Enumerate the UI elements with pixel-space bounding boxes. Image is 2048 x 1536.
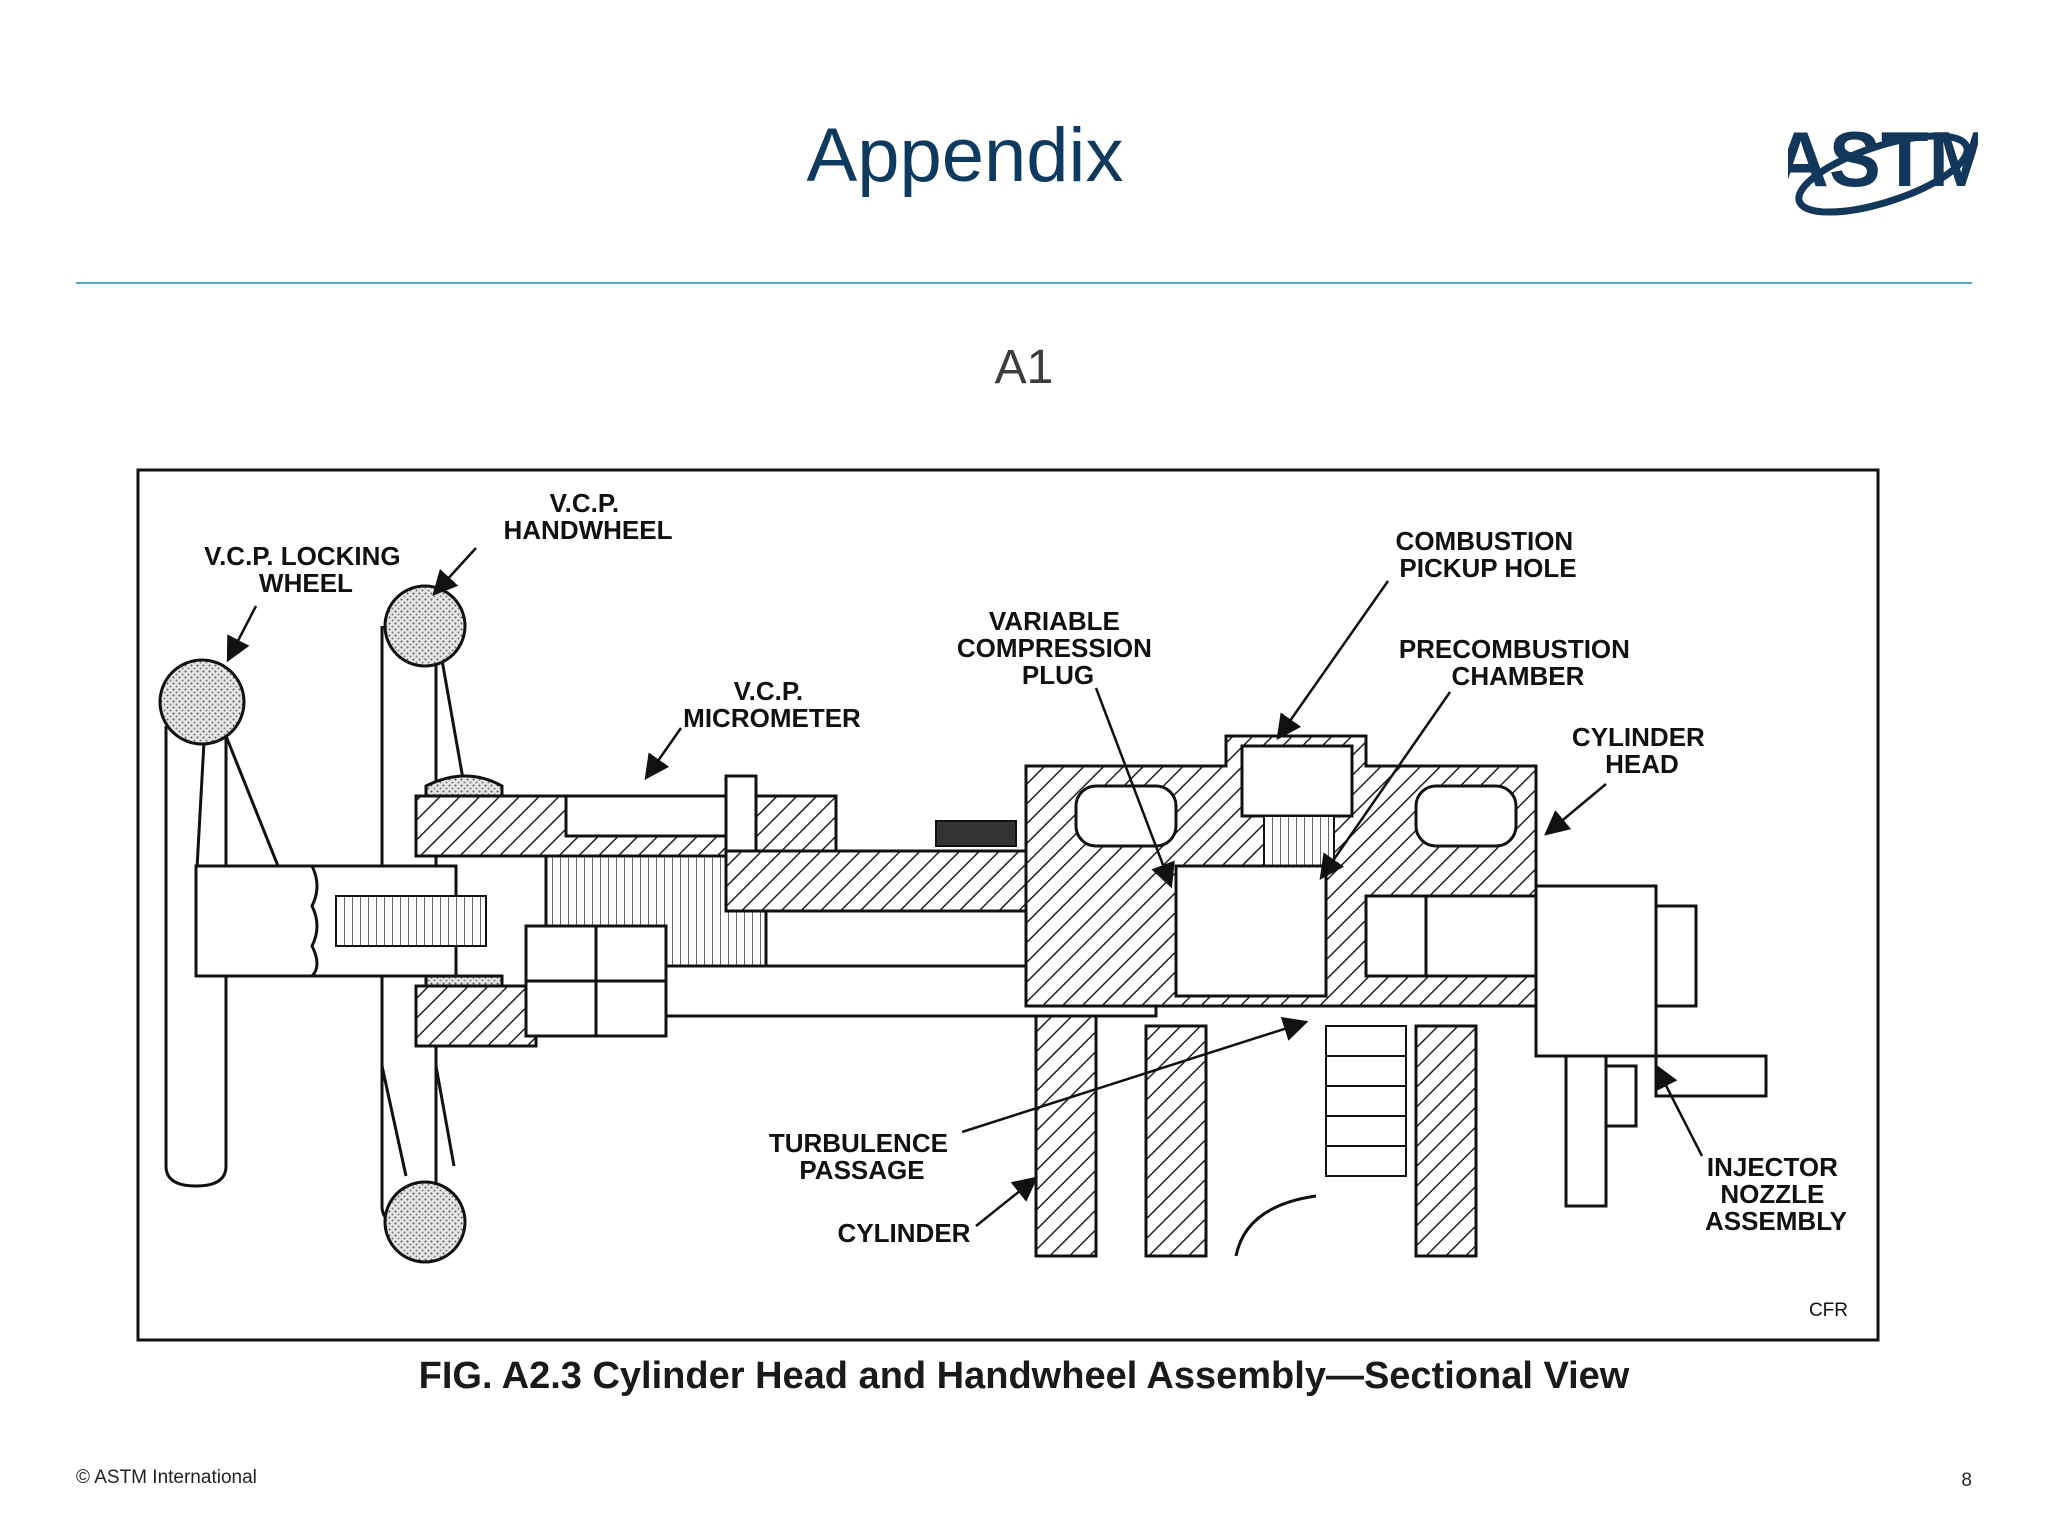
label-vcp-locking-wheel: V.C.P. LOCKING WHEEL (204, 541, 408, 598)
title-divider (76, 282, 1972, 284)
label-variable-compression-plug: VARIABLE COMPRESSION PLUG (957, 606, 1159, 690)
label-vcp-handwheel: V.C.P. HANDWHEEL (504, 488, 673, 545)
label-cylinder-head: CYLINDER HEAD (1572, 722, 1712, 779)
injector-nozzle (1534, 884, 1768, 1208)
logo-text: ASTM (1788, 115, 1978, 203)
label-vcp-micrometer: V.C.P. MICROMETER (683, 676, 861, 733)
figure-credit: CFR (1809, 1300, 1848, 1321)
slide-title: Appendix (806, 113, 1124, 198)
slide-subtitle: A1 (994, 341, 1054, 394)
locking-wheel (158, 658, 288, 1188)
label-injector-nozzle-assembly: INJECTOR NOZZLE ASSEMBLY (1705, 1152, 1847, 1236)
sectional-diagram: V.C.P. HANDWHEEL V.C.P. LOCKING WHEEL V.… (136, 468, 1880, 1342)
astm-logo: ASTM (1788, 115, 1978, 216)
cylinder-block (1034, 1014, 1478, 1258)
figure-caption: FIG. A2.3 Cylinder Head and Handwheel As… (418, 1355, 1630, 1397)
footer-copyright: © ASTM International (76, 1467, 257, 1488)
label-combustion-pickup-hole: COMBUSTION PICKUP HOLE (1396, 526, 1581, 583)
leader-lines (226, 547, 1704, 1227)
shaft (194, 864, 487, 978)
cylinder-head (1024, 734, 1538, 1008)
page-number: 8 (1961, 1470, 1972, 1491)
label-turbulence-passage: TURBULENCE PASSAGE (769, 1128, 955, 1185)
label-precombustion-chamber: PRECOMBUSTION CHAMBER (1399, 634, 1637, 691)
label-cylinder: CYLINDER (838, 1218, 971, 1248)
